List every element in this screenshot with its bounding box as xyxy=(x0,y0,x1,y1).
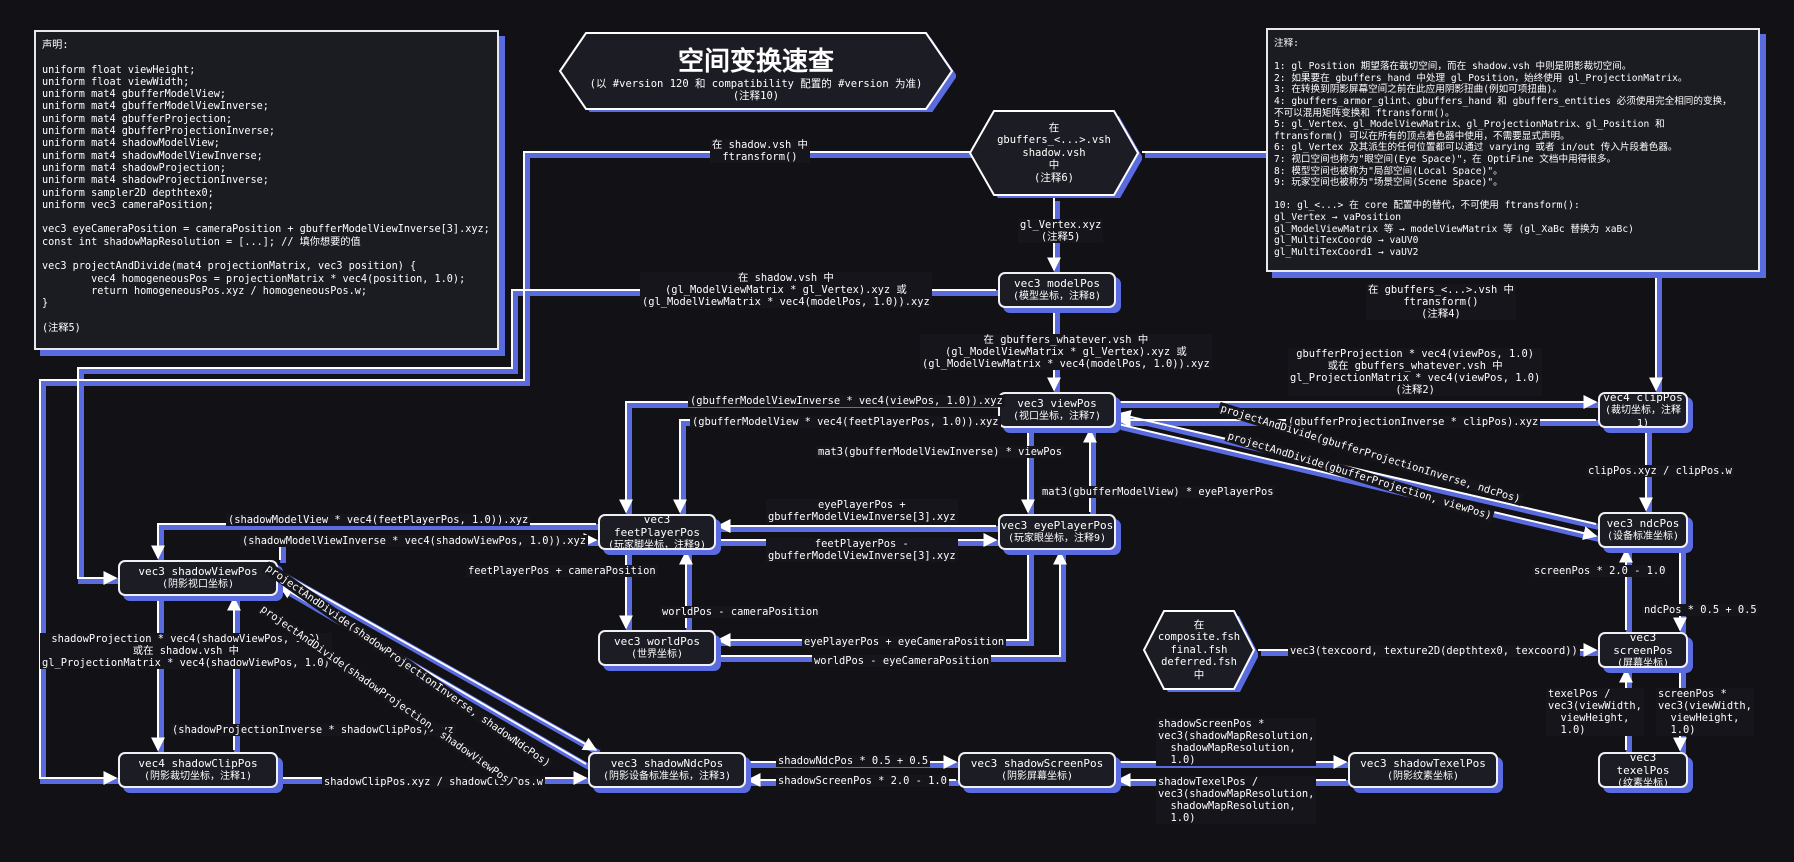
node-eyePlayerPos-title: vec3 eyePlayerPos xyxy=(1000,519,1114,532)
edge-label-ndc-to-screen: ndcPos * 0.5 + 0.5 xyxy=(1642,604,1759,616)
composite-context-text: 在 composite.fsh final.fsh deferred.fsh 中 xyxy=(1157,618,1241,681)
node-feetPlayerPos-title: vec3 feetPlayerPos xyxy=(613,512,701,539)
edge-label-mat3-inverse: mat3(gbufferModelViewInverse) * viewPos xyxy=(816,446,1064,458)
edge-label-proj-inverse-clip: (gbufferProjectionInverse * clipPos).xyz xyxy=(1286,416,1541,428)
gbuffers-context-hexagon: 在 gbuffers_<...>.vsh shadow.vsh 中 (注释6) xyxy=(966,108,1142,198)
edge-label-gl-vertex: gl_Vertex.xyz (注释5) xyxy=(1018,219,1104,243)
node-ndcPos: vec3 ndcPos (设备标准坐标) xyxy=(1598,512,1688,548)
node-shadowClipPos-title: vec4 shadowClipPos xyxy=(138,757,258,770)
edge-label-feet-to-eye: feetPlayerPos - gbufferModelViewInverse[… xyxy=(766,538,958,562)
eye-to-world-line xyxy=(716,552,1029,647)
edge-label-gbuffer-projection: gbufferProjection * vec4(viewPos, 1.0) 或… xyxy=(1288,348,1543,396)
edge-label-mat3-modelview: mat3(gbufferModelView) * eyePlayerPos xyxy=(1040,486,1276,498)
ftransform-path-line xyxy=(39,151,1054,785)
edge-label-screen-to-ndc: screenPos * 2.0 - 1.0 xyxy=(1532,565,1668,577)
node-shadowClipPos: vec4 shadowClipPos (阴影裁切坐标，注释1) xyxy=(118,752,278,788)
edge-label-shadow-ndc-to-screen: shadowNdcPos * 0.5 + 0.5 xyxy=(776,755,931,767)
edge-label-eye-to-feet: eyePlayerPos + gbufferModelViewInverse[3… xyxy=(766,499,958,523)
node-worldPos-sub: (世界坐标) xyxy=(630,649,684,660)
gbuffers-context-text: 在 gbuffers_<...>.vsh shadow.vsh 中 (注释6) xyxy=(997,121,1111,184)
node-ndcPos-title: vec3 ndcPos xyxy=(1606,517,1680,530)
node-clipPos-sub: (裁切坐标，注释1) xyxy=(1604,404,1682,429)
edge-label-shadow-mv-inverse: (shadowModelViewInverse * vec4(shadowVie… xyxy=(240,535,589,547)
node-modelPos-title: vec3 modelPos xyxy=(1013,277,1101,290)
node-viewPos: vec3 viewPos (视口坐标，注释7) xyxy=(998,392,1116,428)
node-shadowClipPos-sub: (阴影裁切坐标，注释1) xyxy=(143,771,253,782)
node-shadowScreenPos-title: vec3 shadowScreenPos xyxy=(970,757,1104,770)
edge-label-eye-plus-eyecam: eyePlayerPos + eyeCameraPosition xyxy=(802,636,1007,648)
edge-label-view-to-feet: (gbufferModelViewInverse * vec4(viewPos,… xyxy=(688,395,1005,407)
edge-label-shadow-mv-feet: (shadowModelView * vec4(feetPlayerPos, 1… xyxy=(226,514,531,526)
node-texelPos: vec3 texelPos (纹素坐标) xyxy=(1598,750,1688,789)
edge-label-shadow-clip-divide: shadowClipPos.xyz / shadowClipPos.w xyxy=(322,776,545,788)
shadowview-to-ndc-shadow xyxy=(281,572,601,756)
eye-to-world-shadow xyxy=(721,555,1034,646)
node-shadowTexelPos: vec3 shadowTexelPos (阴影纹素坐标) xyxy=(1348,752,1498,788)
node-eyePlayerPos-sub: (玩家眼坐标，注释9) xyxy=(1007,533,1107,544)
node-clipPos: vec4 clipPos (裁切坐标，注释1) xyxy=(1598,390,1688,429)
edge-label-whatever-modelview: 在 gbuffers_whatever.vsh 中 (gl_ModelViewM… xyxy=(920,334,1212,370)
composite-context-hexagon: 在 composite.fsh final.fsh deferred.fsh 中 xyxy=(1140,608,1258,692)
node-screenPos: vec3 screenPos (屏幕坐标) xyxy=(1598,630,1688,669)
node-screenPos-sub: (屏幕坐标) xyxy=(1616,657,1670,669)
title-hexagon-shape xyxy=(558,32,956,112)
node-shadowViewPos-title: vec3 shadowViewPos xyxy=(138,565,258,578)
edge-label-shadow-screen-to-texel: shadowScreenPos * vec3(shadowMapResoluti… xyxy=(1156,718,1317,766)
node-shadowViewPos-sub: (阴影视口坐标) xyxy=(161,579,235,590)
node-feetPlayerPos-sub: (玩家脚坐标，注释9) xyxy=(607,539,707,551)
node-screenPos-title: vec3 screenPos xyxy=(1613,630,1673,657)
node-texelPos-sub: (纹素坐标) xyxy=(1616,777,1670,789)
view-to-ndc-shadow xyxy=(1120,424,1600,542)
node-shadowTexelPos-sub: (阴影纹素坐标) xyxy=(1386,771,1460,782)
node-shadowScreenPos-sub: (阴影屏幕坐标) xyxy=(1000,771,1074,782)
edge-label-shadow-screen-to-ndc: shadowScreenPos * 2.0 - 1.0 xyxy=(776,775,949,787)
node-eyePlayerPos: vec3 eyePlayerPos (玩家眼坐标，注释9) xyxy=(998,514,1116,550)
edge-label-shadow-texel-to-screen: shadowTexelPos / vec3(shadowMapResolutio… xyxy=(1156,776,1317,824)
edge-label-shadow-proj-inverse: (shadowProjectionInverse * shadowClipPos… xyxy=(170,724,456,736)
composite-hexagon-shape xyxy=(1142,610,1258,692)
node-modelPos-sub: (模型坐标，注释8) xyxy=(1012,291,1102,302)
edge-label-texel-to-screen: texelPos / vec3(viewWidth, viewHeight, 1… xyxy=(1546,688,1644,736)
edge-label-screen-to-texel: screenPos * vec3(viewWidth, viewHeight, … xyxy=(1656,688,1754,736)
notes-panel: 注释: 1: gl_Position 期望落在裁切空间，而在 shadow.vs… xyxy=(1266,28,1760,272)
node-shadowNdcPos-title: vec3 shadowNdcPos xyxy=(610,757,724,770)
edge-label-shadow-ftransform: 在 shadow.vsh 中 ftransform() xyxy=(710,139,810,163)
shadowview-to-ndc-line xyxy=(279,571,598,751)
node-shadowNdcPos-sub: (阴影设备标准坐标，注释3) xyxy=(602,771,732,782)
edge-label-depth-texture: vec3(texcoord, texture2D(depthtex0, texc… xyxy=(1288,645,1580,657)
edge-label-shadow-modelview: 在 shadow.vsh 中 (gl_ModelViewMatrix * gl_… xyxy=(640,272,932,308)
edge-label-gbuffers-ftransform: 在 gbuffers_<...>.vsh 中 ftransform() (注释4… xyxy=(1366,284,1516,320)
node-feetPlayerPos: vec3 feetPlayerPos (玩家脚坐标，注释9) xyxy=(598,512,716,551)
declarations-panel: 声明: uniform float viewHeight; uniform fl… xyxy=(34,30,499,350)
gbuffers-hexagon-shape xyxy=(968,110,1142,198)
ftransform-path-shadow xyxy=(40,152,1057,784)
node-worldPos: vec3 worldPos (世界坐标) xyxy=(598,630,716,666)
edge-label-world-minus-camera: worldPos - cameraPosition xyxy=(660,606,821,618)
node-texelPos-title: vec3 texelPos xyxy=(1616,750,1670,777)
shadow-modelview-path-shadow xyxy=(78,290,999,584)
node-viewPos-title: vec3 viewPos xyxy=(1017,397,1097,410)
node-shadowScreenPos: vec3 shadowScreenPos (阴影屏幕坐标) xyxy=(958,752,1116,788)
page-subtitle-note: (注释10) xyxy=(732,89,780,102)
page-title: 空间变换速查 xyxy=(677,46,834,77)
node-viewPos-sub: (视口坐标，注释7) xyxy=(1012,411,1102,422)
shadow-modelview-path-line xyxy=(77,289,996,585)
edge-label-feet-to-view: (gbufferModelView * vec4(feetPlayerPos, … xyxy=(690,416,1001,428)
title-banner: 空间变换速查 (以 #version 120 和 compatibility 配… xyxy=(556,30,956,112)
node-modelPos: vec3 modelPos (模型坐标，注释8) xyxy=(998,272,1116,308)
edge-label-feet-plus-camera: feetPlayerPos + cameraPosition xyxy=(466,565,658,577)
edge-label-world-minus-eyecam: worldPos - eyeCameraPosition xyxy=(812,655,992,667)
page-subtitle: (以 #version 120 和 compatibility 配置的 #ver… xyxy=(589,77,923,90)
edge-label-clip-divide: clipPos.xyz / clipPos.w xyxy=(1586,465,1734,477)
edge-label-shadow-projection: shadowProjection * vec4(shadowViewPos, 1… xyxy=(40,633,332,669)
node-shadowViewPos: vec3 shadowViewPos (阴影视口坐标) xyxy=(118,560,278,596)
node-shadowTexelPos-title: vec3 shadowTexelPos xyxy=(1360,757,1486,770)
node-shadowNdcPos: vec3 shadowNdcPos (阴影设备标准坐标，注释3) xyxy=(588,752,746,788)
node-worldPos-title: vec3 worldPos xyxy=(613,635,701,648)
node-clipPos-title: vec4 clipPos xyxy=(1603,390,1683,404)
node-ndcPos-sub: (设备标准坐标) xyxy=(1606,531,1680,542)
